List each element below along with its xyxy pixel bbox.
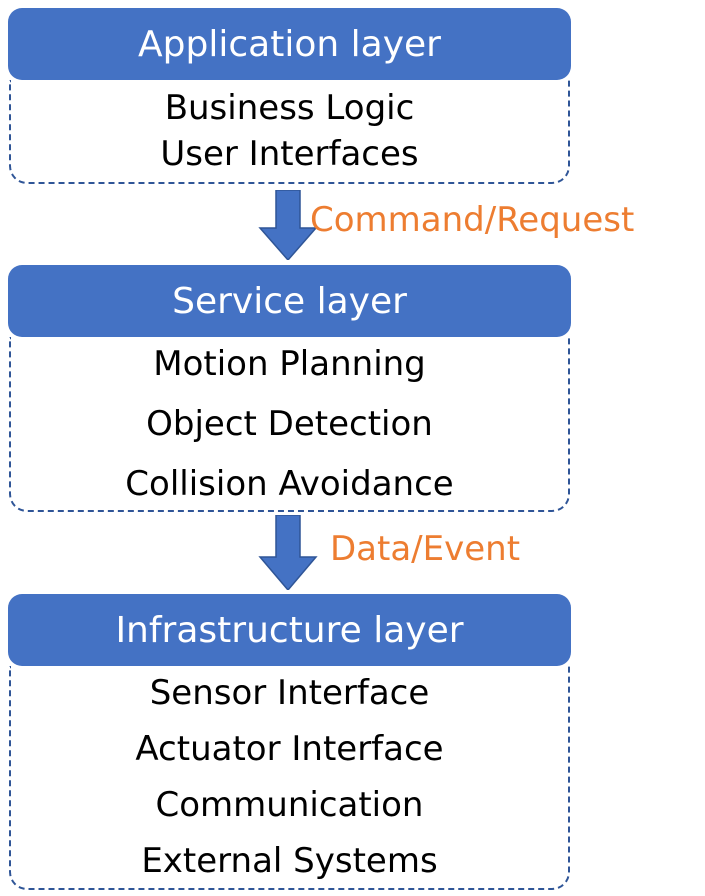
application-layer-body: Business Logic User Interfaces — [9, 80, 570, 184]
infrastructure-layer-body: Sensor Interface Actuator Interface Comm… — [9, 666, 570, 890]
service-layer-header: Service layer — [8, 265, 571, 337]
down-arrow-icon — [258, 515, 318, 590]
command-request-label: Command/Request — [310, 200, 635, 240]
layer-item: Collision Avoidance — [125, 463, 454, 504]
layer-item: Object Detection — [146, 403, 433, 444]
layer-item: External Systems — [141, 841, 438, 881]
layer-item: Business Logic — [164, 88, 415, 128]
layer-item: Communication — [155, 785, 424, 825]
application-layer-header: Application layer — [8, 8, 571, 80]
application-layer-title: Application layer — [138, 23, 441, 65]
data-event-label: Data/Event — [330, 529, 521, 569]
infrastructure-layer-header: Infrastructure layer — [8, 594, 571, 666]
layer-item: Sensor Interface — [149, 673, 430, 713]
service-layer-title: Service layer — [172, 280, 407, 322]
service-layer-body: Motion Planning Object Detection Collisi… — [9, 337, 570, 512]
down-arrow-icon — [258, 190, 318, 260]
layer-item: User Interfaces — [160, 134, 419, 174]
infrastructure-layer-title: Infrastructure layer — [115, 609, 464, 651]
layer-item: Motion Planning — [153, 343, 426, 384]
layer-item: Actuator Interface — [135, 729, 444, 769]
